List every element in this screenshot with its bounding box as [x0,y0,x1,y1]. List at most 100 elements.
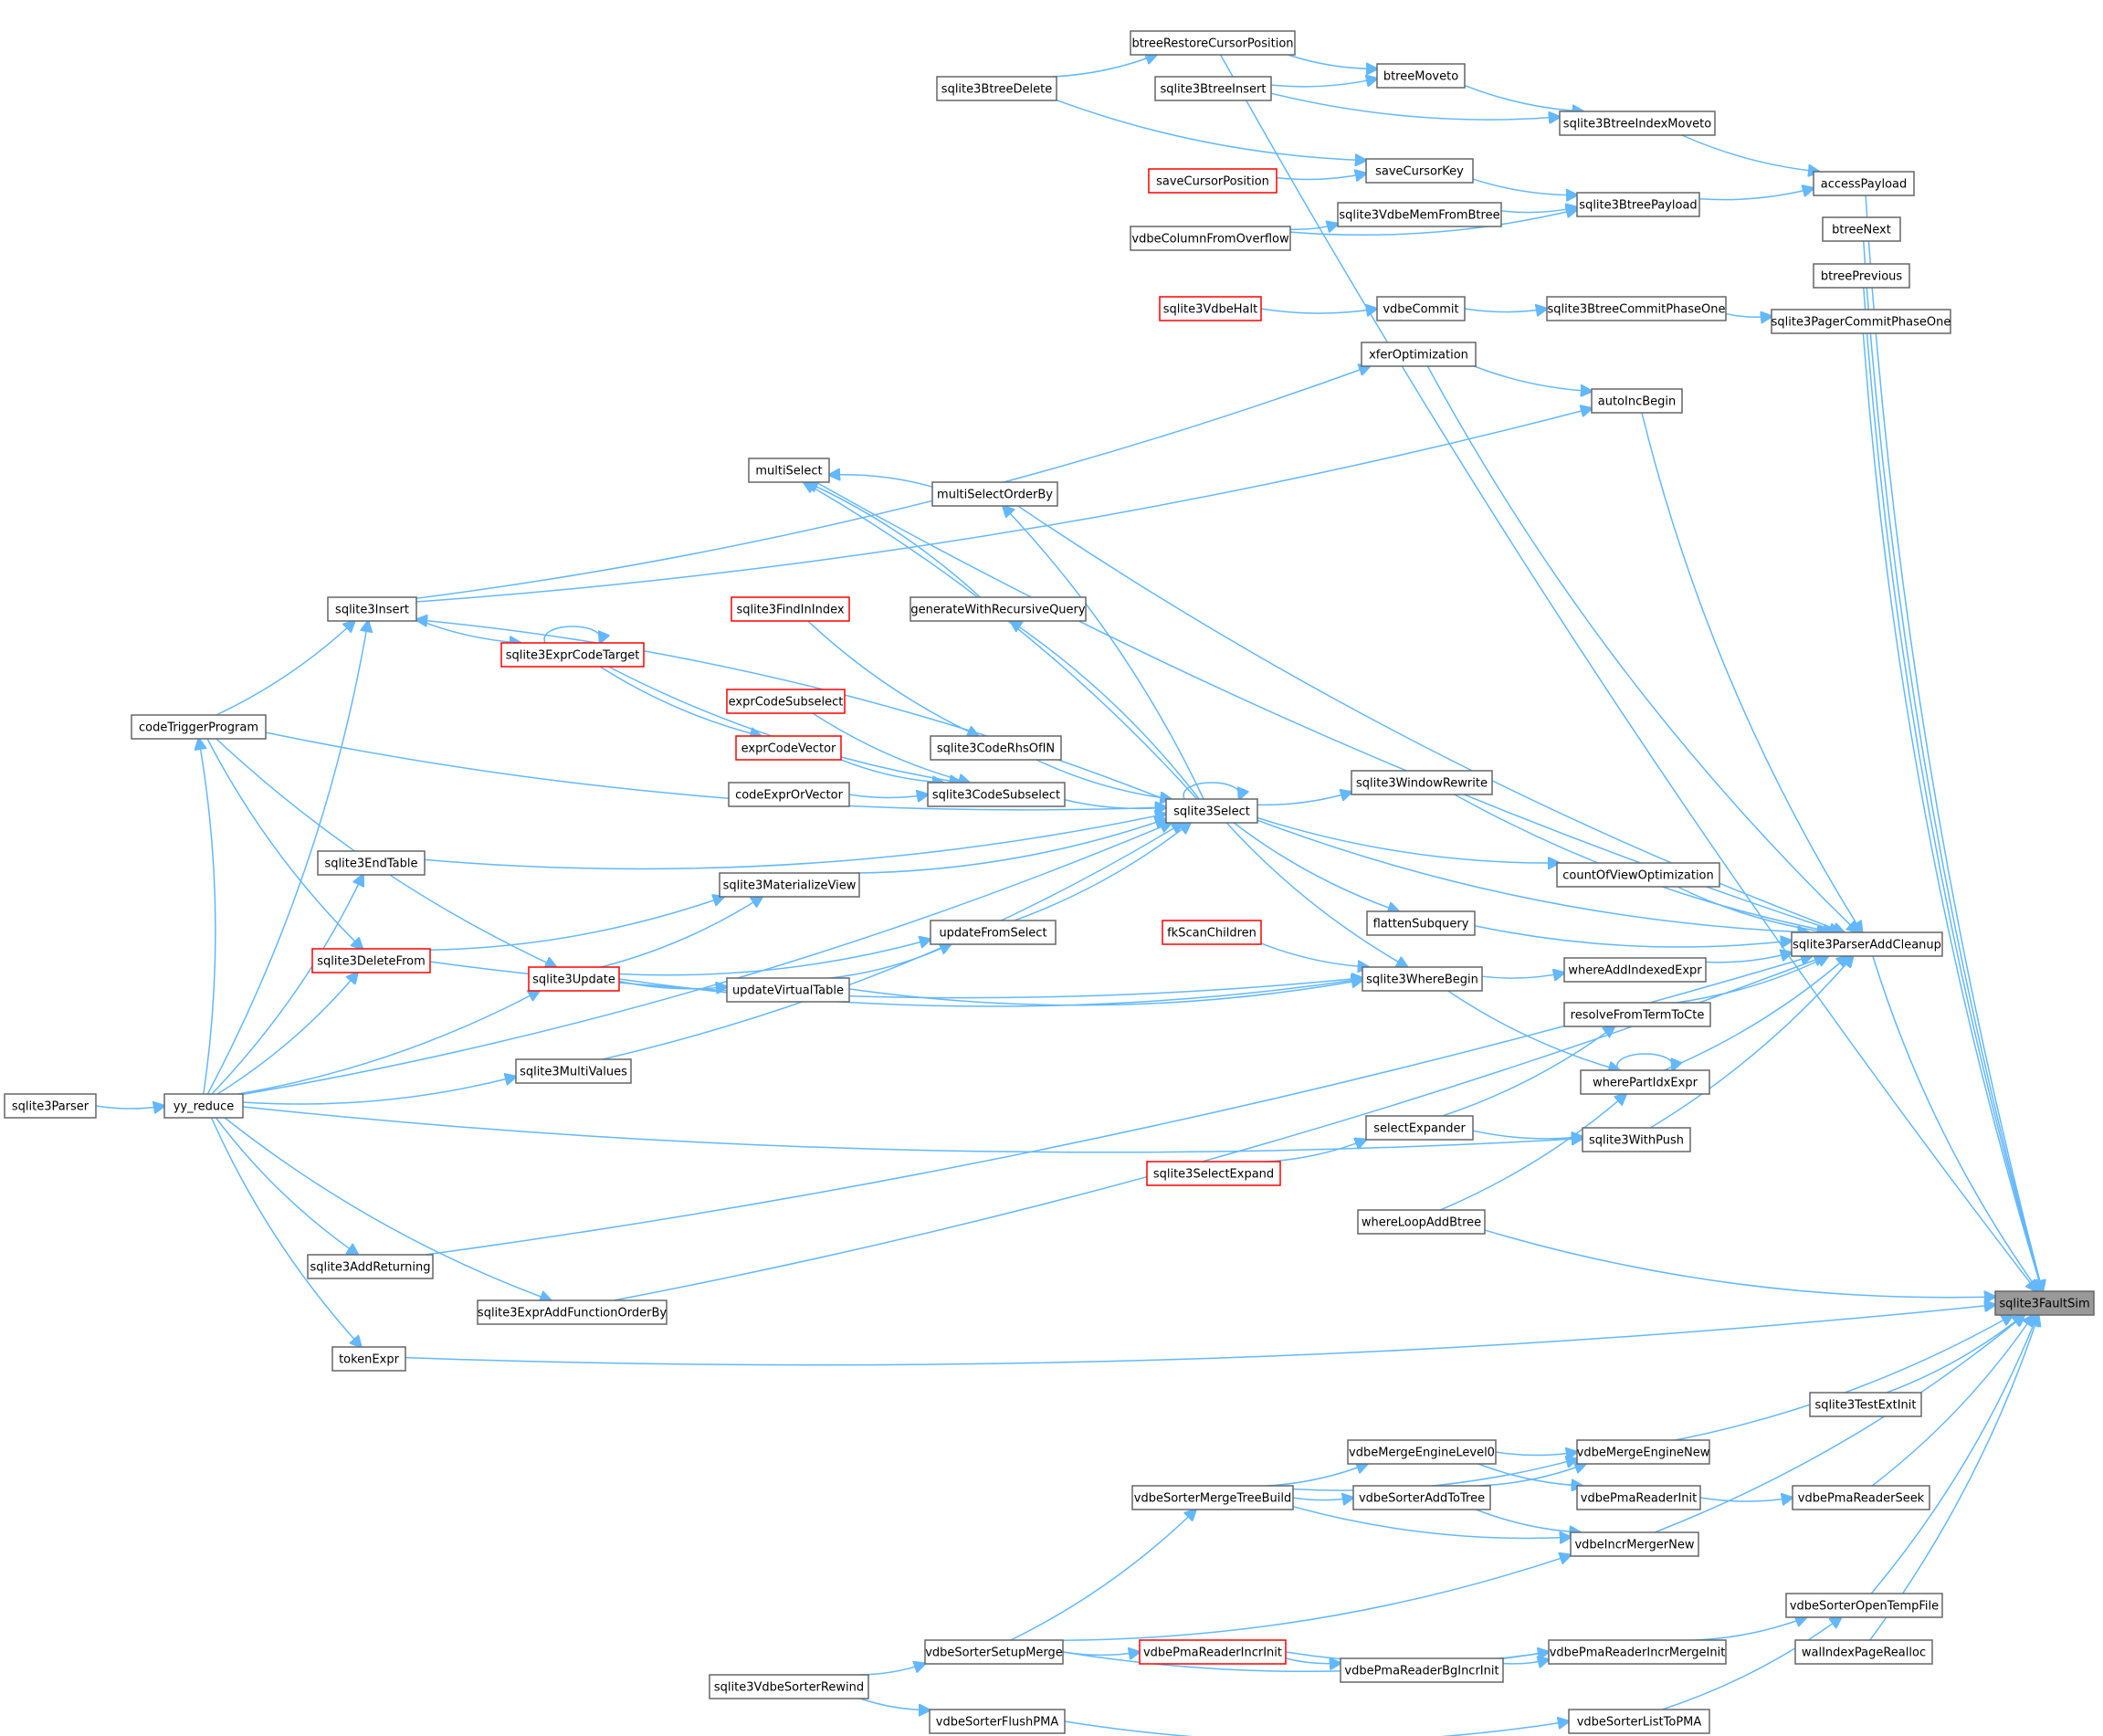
node-flattenSubquery[interactable]: flattenSubquery [1366,910,1476,936]
node-updateFromSelect[interactable]: updateFromSelect [930,920,1057,945]
node-vdbeSorterAddToTree[interactable]: vdbeSorterAddToTree [1352,1485,1491,1510]
node-addReturning[interactable]: sqlite3AddReturning [307,1254,434,1279]
node-autoIncBegin[interactable]: autoIncBegin [1591,388,1683,414]
node-sqlite3Update[interactable]: sqlite3Update [528,966,620,992]
edge-vdbeSorterListToPMA-to-vdbeSorterOpenTempFile [1661,1617,1841,1710]
node-vdbeSorterMergeTreeBuild[interactable]: vdbeSorterMergeTreeBuild [1131,1485,1294,1510]
edge-btreeDelete-to-btreeRestore [1052,55,1157,78]
node-testExtInit[interactable]: sqlite3TestExtInit [1809,1392,1922,1417]
node-vdbeSorterListToPMA[interactable]: vdbeSorterListToPMA [1568,1709,1710,1734]
node-fkScanChildren[interactable]: fkScanChildren [1162,920,1262,945]
node-btreePrevious[interactable]: btreePrevious [1813,263,1910,289]
node-saveCursorKey[interactable]: saveCursorKey [1365,158,1474,184]
node-btreeInsert[interactable]: sqlite3BtreeInsert [1154,76,1272,101]
node-tokenExpr[interactable]: tokenExpr [331,1346,406,1372]
node-label: sqlite3VdbeHalt [1163,303,1257,317]
node-vdbePmaReaderSeek[interactable]: vdbePmaReaderSeek [1792,1485,1930,1510]
edge-exprCodeTarget-to-exprCodeTarget [543,626,601,643]
node-pagerCommitPhaseOne[interactable]: sqlite3PagerCommitPhaseOne [1771,309,1951,334]
node-parserAddCleanup[interactable]: sqlite3ParserAddCleanup [1791,931,1943,957]
node-codeRhsOfIN[interactable]: sqlite3CodeRhsOfIN [930,735,1062,761]
node-btreePayload[interactable]: sqlite3BtreePayload [1576,192,1700,217]
node-exprCodeTarget[interactable]: sqlite3ExprCodeTarget [500,642,645,668]
node-selectExpand[interactable]: sqlite3SelectExpand [1146,1161,1281,1186]
node-sqlite3Parser[interactable]: sqlite3Parser [4,1093,97,1119]
node-exprCodeSubselect[interactable]: exprCodeSubselect [726,689,846,714]
edge-yyReduce-to-sqlite3Select [242,823,1172,1096]
node-btreeIndexMoveto[interactable]: sqlite3BtreeIndexMoveto [1559,110,1716,136]
node-box [1559,110,1716,136]
node-vdbeSorterSetupMerge[interactable]: vdbeSorterSetupMerge [924,1639,1064,1665]
node-wherePartIdxExpr[interactable]: wherePartIdxExpr [1580,1069,1710,1095]
node-vdbeIncrMergerNew[interactable]: vdbeIncrMergerNew [1570,1531,1699,1557]
node-withPush[interactable]: sqlite3WithPush [1582,1127,1691,1152]
node-sqlite3Insert[interactable]: sqlite3Insert [327,596,417,622]
node-label: sqlite3SelectExpand [1153,1168,1274,1182]
node-yyReduce[interactable]: yy_reduce [163,1093,244,1119]
node-multiSelect[interactable]: multiSelect [748,458,830,483]
node-codeSubselect[interactable]: sqlite3CodeSubselect [927,782,1066,807]
node-xferOptimization[interactable]: xferOptimization [1361,342,1477,367]
node-countOfViewOptimization[interactable]: countOfViewOptimization [1556,862,1720,888]
node-sqlite3Select[interactable]: sqlite3Select [1165,798,1258,824]
node-box [1347,1439,1497,1465]
node-vdbePmaReaderIncrMergeInit[interactable]: vdbePmaReaderIncrMergeInit [1548,1639,1727,1665]
node-whereBegin[interactable]: sqlite3WhereBegin [1362,966,1483,992]
node-vdbePmaReaderIncrInit[interactable]: vdbePmaReaderIncrInit [1139,1639,1287,1665]
node-vdbeMemFromBtree[interactable]: sqlite3VdbeMemFromBtree [1337,202,1502,227]
node-codeTriggerProgram[interactable]: codeTriggerProgram [131,714,267,740]
node-windowRewrite[interactable]: sqlite3WindowRewrite [1351,770,1493,795]
node-btreeDelete[interactable]: sqlite3BtreeDelete [936,76,1057,101]
node-faultsim[interactable]: sqlite3FaultSim [1994,1290,2095,1316]
edge-yyReduce-to-tokenExpr [210,1117,361,1347]
node-findInIndex[interactable]: sqlite3FindInIndex [731,596,850,622]
edge-sqlite3Parser-to-yyReduce [95,1106,164,1109]
node-box [1994,1290,2095,1316]
node-label: multiSelect [755,465,822,479]
node-btreeMoveto[interactable]: btreeMoveto [1376,63,1466,89]
node-resolveFromTermToCte[interactable]: resolveFromTermToCte [1563,1002,1711,1027]
node-box [1791,931,1943,957]
node-vdbeHalt[interactable]: sqlite3VdbeHalt [1159,296,1262,321]
node-multiValues[interactable]: sqlite3MultiValues [515,1058,632,1084]
node-codeExprOrVector[interactable]: codeExprOrVector [728,782,850,807]
edge-countOfViewOptimization-to-parserAddCleanup [1677,886,1828,932]
edge-btreeRestore-to-btreeMoveto [1288,54,1377,68]
node-btreeNext[interactable]: btreeNext [1822,216,1901,242]
node-vdbeSorterRewind[interactable]: sqlite3VdbeSorterRewind [709,1674,869,1699]
edge-sqlite3Insert-to-autoIncBegin [415,408,1592,603]
node-exprAddFunctionOrderBy[interactable]: sqlite3ExprAddFunctionOrderBy [477,1299,668,1325]
edge-selectExpander-to-resolveFromTermToCte [1442,1026,1614,1117]
node-updateVirtualTable[interactable]: updateVirtualTable [726,977,850,1003]
node-multiSelectOrderBy[interactable]: multiSelectOrderBy [931,481,1058,507]
edge-whereLoopAddBtree-to-wherePartIdxExpr [1440,1094,1625,1211]
node-vdbeSorterOpenTempFile[interactable]: vdbeSorterOpenTempFile [1785,1593,1943,1618]
node-vdbeMergeEngineNew[interactable]: vdbeMergeEngineNew [1576,1439,1710,1465]
node-vdbePmaReaderInit[interactable]: vdbePmaReaderInit [1576,1485,1701,1510]
node-btreeCommitPhaseOne[interactable]: sqlite3BtreeCommitPhaseOne [1546,296,1727,321]
node-vdbeSorterFlushPMA[interactable]: vdbeSorterFlushPMA [929,1709,1066,1734]
node-vdbePmaReaderBgIncrInit[interactable]: vdbePmaReaderBgIncrInit [1340,1657,1504,1683]
node-saveCursorPosition[interactable]: saveCursorPosition [1148,168,1278,194]
node-generateWithRecursiveQuery[interactable]: generateWithRecursiveQuery [910,596,1087,622]
node-accessPayload[interactable]: accessPayload [1813,171,1915,196]
node-whereAddIndexedExpr[interactable]: whereAddIndexedExpr [1563,957,1707,983]
node-vdbeColumnFromOverflow[interactable]: vdbeColumnFromOverflow [1130,226,1291,251]
node-vdbeMergeEngineLevel0[interactable]: vdbeMergeEngineLevel0 [1347,1439,1497,1465]
node-box [1340,1657,1504,1683]
node-walIndexPageRealloc[interactable]: walIndexPageRealloc [1794,1639,1933,1665]
node-materializeView[interactable]: sqlite3MaterializeView [719,872,860,898]
node-endTable[interactable]: sqlite3EndTable [317,850,426,876]
node-selectExpander[interactable]: selectExpander [1365,1115,1474,1141]
node-btreeRestore[interactable]: btreeRestoreCursorPosition [1130,30,1296,56]
node-exprCodeVector[interactable]: exprCodeVector [735,735,842,761]
edge-codeTriggerProgram-to-sqlite3Insert [216,621,355,716]
node-whereLoopAddBtree[interactable]: whereLoopAddBtree [1357,1209,1486,1235]
edge-sqlite3Update-to-materializeView [601,897,762,968]
node-label: btreePrevious [1821,270,1903,284]
node-box [1148,168,1278,194]
node-deleteFrom[interactable]: sqlite3DeleteFrom [311,948,431,973]
node-vdbeCommit[interactable]: vdbeCommit [1376,296,1466,321]
node-box [131,714,267,740]
edge-sqlite3Select-to-sqlite3Insert [416,620,1167,801]
